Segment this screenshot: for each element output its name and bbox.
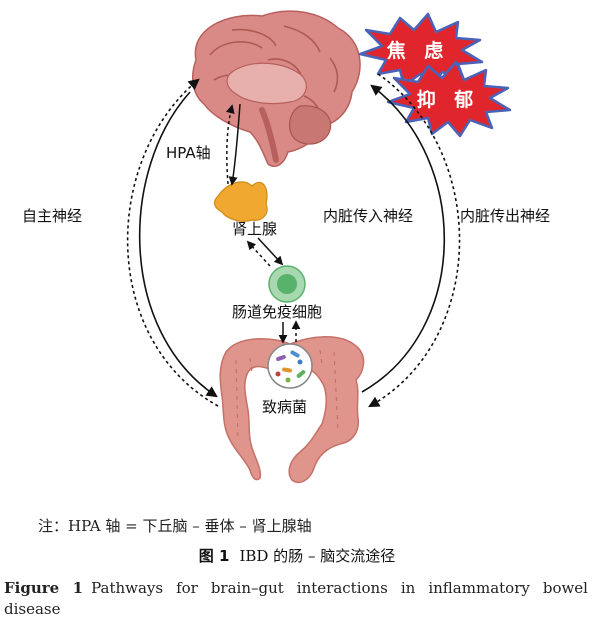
autonomic-efferent-arrow [138,91,218,398]
immune-cell-illustration [268,265,306,303]
figure-label-chinese: 图 1 [198,547,230,565]
visceral-efferent-arrow [368,73,461,408]
immune-to-adrenal-arrow [246,240,271,267]
anxiety-label: 焦 虑 [386,39,450,62]
visceral-afferent-arrow [361,84,446,393]
hpa-axis-label: HPA轴 [166,144,211,162]
colon-illustration [219,336,365,484]
depression-burst: 抑 郁 [386,60,512,138]
hpa-up-arrow [225,104,235,185]
brain-illustration [191,10,361,168]
pathogen-bubble [267,343,313,389]
caption-text-english: Pathways for brain–gut interactions in i… [4,579,588,618]
adrenal-label: 肾上腺 [232,220,278,238]
caption-text-chinese: IBD 的肠 – 脑交流途径 [239,547,396,565]
visceral-efferent-label: 内脏传出神经 [460,207,551,225]
adrenal-to-immune-arrow [257,237,284,266]
figure-caption-chinese: 图 1 IBD 的肠 – 脑交流途径 [0,545,594,566]
figure-label-english: Figure 1 [4,579,84,597]
hpa-down-arrow [228,103,241,186]
autonomic-nerve-label: 自主神经 [22,207,83,225]
adrenal-gland-illustration [213,181,268,222]
brain-gut-diagram: 焦 虑 抑 郁 [22,10,551,484]
figure-note: 注：HPA 轴 = 下丘脑 – 垂体 – 肾上腺轴 [38,517,312,535]
pathogens-label: 致病菌 [262,398,308,416]
autonomic-afferent-arrow [126,78,219,407]
visceral-afferent-label: 内脏传入神经 [323,207,414,225]
depression-label: 抑 郁 [417,88,480,111]
immune-cells-label: 肠道免疫细胞 [232,303,323,321]
